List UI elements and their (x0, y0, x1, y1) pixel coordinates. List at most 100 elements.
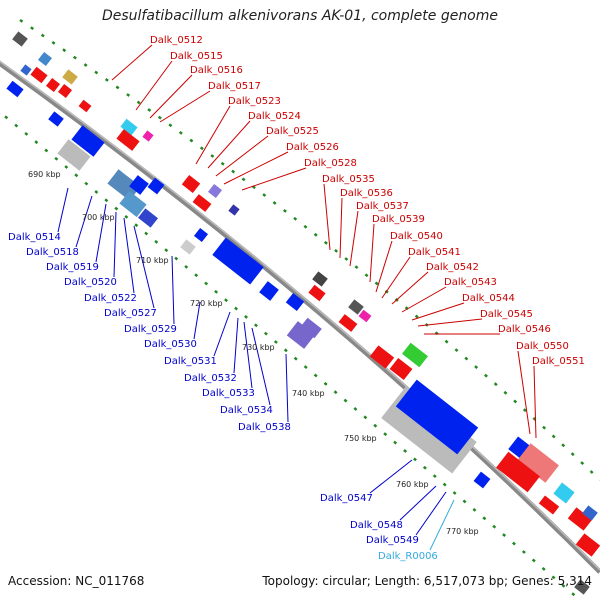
gene-feature-block[interactable] (180, 239, 196, 255)
forward-gene-label[interactable]: Dalk_0543 (444, 277, 497, 288)
reverse-gene-label[interactable]: Dalk_0533 (202, 388, 255, 399)
kbp-tick-label: 700 kbp (82, 213, 115, 222)
gene-feature-block[interactable] (338, 314, 358, 332)
gene-feature-block[interactable] (582, 505, 598, 521)
outer-track-dotted (19, 18, 600, 481)
forward-gene-label[interactable]: Dalk_0551 (532, 356, 585, 367)
forward-gene-label[interactable]: Dalk_0535 (322, 174, 375, 185)
gene-feature-block[interactable] (228, 204, 240, 216)
forward-gene-label[interactable]: Dalk_0539 (372, 214, 425, 225)
gene-feature-block[interactable] (402, 342, 428, 368)
reverse-gene-leader (133, 225, 155, 309)
gene-feature-block[interactable] (207, 183, 223, 199)
kbp-tick-label: 730 kbp (242, 343, 275, 352)
forward-gene-label[interactable]: Dalk_0541 (408, 247, 461, 258)
forward-gene-label[interactable]: Dalk_0537 (356, 201, 409, 212)
forward-gene-label[interactable]: Dalk_0546 (498, 324, 551, 335)
gene-feature-block[interactable] (567, 507, 593, 531)
reverse-gene-label[interactable]: Dalk_0529 (124, 324, 177, 335)
kbp-tick-label: 760 kbp (396, 480, 429, 489)
gene-feature-block[interactable] (12, 31, 28, 47)
gene-feature-block[interactable] (193, 227, 209, 243)
gene-feature-block[interactable] (20, 64, 32, 76)
forward-gene-label[interactable]: Dalk_0526 (286, 142, 339, 153)
gene-feature-block[interactable] (107, 169, 141, 201)
reverse-gene-leader (57, 187, 69, 233)
gene-feature-block[interactable] (78, 99, 92, 113)
gene-feature-block[interactable] (119, 190, 147, 218)
gene-feature-block[interactable] (192, 194, 212, 212)
gene-feature-block[interactable] (358, 309, 372, 323)
gene-feature-block[interactable] (48, 111, 64, 127)
forward-gene-label[interactable]: Dalk_0516 (190, 65, 243, 76)
gene-feature-block[interactable] (6, 80, 24, 98)
gene-feature-block[interactable] (574, 579, 590, 595)
gene-feature-block[interactable] (30, 66, 48, 84)
gene-feature-block[interactable] (369, 345, 395, 369)
reverse-gene-leader (399, 485, 437, 521)
forward-gene-label[interactable]: Dalk_0524 (248, 111, 301, 122)
gene-feature-block[interactable] (395, 379, 479, 455)
gene-feature-block[interactable] (300, 317, 322, 339)
reverse-gene-label[interactable]: Dalk_0519 (46, 262, 99, 273)
reverse-gene-label[interactable]: Dalk_0538 (238, 422, 291, 433)
forward-gene-leader (369, 223, 375, 283)
reverse-gene-label[interactable]: Dalk_0547 (320, 493, 373, 504)
forward-gene-label[interactable]: Dalk_0545 (480, 309, 533, 320)
reverse-gene-label[interactable]: Dalk_0548 (350, 520, 403, 531)
reverse-gene-label[interactable]: Dalk_0531 (164, 356, 217, 367)
gene-feature-block[interactable] (147, 177, 165, 195)
gene-feature-block[interactable] (142, 130, 154, 142)
forward-gene-label[interactable]: Dalk_0517 (208, 81, 261, 92)
gene-feature-block[interactable] (285, 292, 305, 312)
forward-gene-label[interactable]: Dalk_0544 (462, 293, 515, 304)
gene-feature-block[interactable] (473, 471, 491, 489)
gene-feature-block[interactable] (45, 77, 61, 93)
gene-feature-block[interactable] (120, 118, 138, 136)
reverse-gene-label[interactable]: Dalk_0520 (64, 277, 117, 288)
gene-feature-block[interactable] (312, 271, 328, 287)
reverse-gene-label[interactable]: Dalk_0527 (104, 308, 157, 319)
gene-feature-block[interactable] (71, 125, 105, 157)
gene-feature-block[interactable] (57, 83, 73, 99)
reverse-gene-leader (75, 195, 93, 248)
gene-feature-block[interactable] (181, 174, 201, 194)
reverse-gene-label[interactable]: Dalk_0549 (366, 535, 419, 546)
gene-feature-block[interactable] (348, 299, 364, 315)
reverse-gene-label[interactable]: Dalk_0532 (184, 373, 237, 384)
reverse-gene-label[interactable]: Dalk_0522 (84, 293, 137, 304)
rna-gene-label[interactable]: Dalk_R0006 (378, 551, 438, 562)
gene-feature-block[interactable] (575, 533, 600, 557)
gene-feature-block[interactable] (553, 482, 575, 504)
gene-feature-block[interactable] (496, 451, 540, 493)
forward-gene-label[interactable]: Dalk_0540 (390, 231, 443, 242)
gene-feature-block[interactable] (212, 237, 264, 285)
gene-feature-block[interactable] (57, 139, 91, 171)
gene-feature-block[interactable] (538, 495, 560, 515)
reverse-gene-label[interactable]: Dalk_0518 (26, 247, 79, 258)
forward-gene-label[interactable]: Dalk_0528 (304, 158, 357, 169)
gene-feature-block[interactable] (286, 321, 316, 349)
gene-feature-block[interactable] (517, 443, 559, 483)
gene-feature-block[interactable] (37, 51, 53, 67)
gene-feature-block[interactable] (308, 284, 326, 302)
gene-feature-block[interactable] (116, 129, 140, 151)
forward-gene-label[interactable]: Dalk_0515 (170, 51, 223, 62)
reverse-gene-leader (243, 321, 253, 389)
reverse-gene-leader (369, 459, 413, 494)
reverse-gene-leader (193, 301, 201, 340)
gene-feature-block[interactable] (389, 357, 413, 381)
gene-feature-block[interactable] (129, 175, 149, 195)
forward-gene-label[interactable]: Dalk_0542 (426, 262, 479, 273)
reverse-gene-label[interactable]: Dalk_0534 (220, 405, 273, 416)
reverse-gene-label[interactable]: Dalk_0514 (8, 232, 61, 243)
gene-feature-block[interactable] (62, 69, 78, 85)
gene-feature-block[interactable] (259, 281, 279, 301)
forward-gene-label[interactable]: Dalk_0525 (266, 126, 319, 137)
forward-gene-label[interactable]: Dalk_0536 (340, 188, 393, 199)
reverse-gene-label[interactable]: Dalk_0530 (144, 339, 197, 350)
forward-gene-label[interactable]: Dalk_0512 (150, 35, 203, 46)
gene-feature-block[interactable] (138, 208, 158, 228)
forward-gene-label[interactable]: Dalk_0550 (516, 341, 569, 352)
forward-gene-label[interactable]: Dalk_0523 (228, 96, 281, 107)
